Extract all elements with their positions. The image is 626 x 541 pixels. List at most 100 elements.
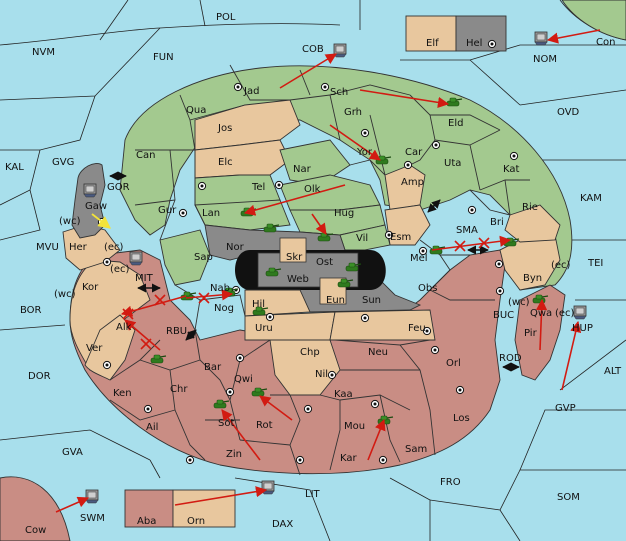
- fleet-icon[interactable]: [573, 305, 587, 320]
- label-con: Con: [596, 37, 615, 48]
- label-orn: Orn: [187, 516, 205, 527]
- order-arrow: [279, 53, 337, 89]
- coast-label: (wc): [508, 297, 530, 308]
- label-qua: Qua: [186, 105, 206, 116]
- fleet-icon[interactable]: [129, 251, 143, 266]
- label-byn: Byn: [523, 273, 542, 284]
- label-ovd: OVD: [557, 107, 580, 118]
- label-sch: Sch: [330, 87, 348, 98]
- label-her: Her: [69, 242, 88, 253]
- label-rod: ROD: [499, 353, 522, 364]
- supply-center-icon: [495, 286, 505, 296]
- coast-label: (ec): [110, 264, 130, 275]
- supply-center-icon: [295, 455, 305, 465]
- label-nor: Nor: [226, 242, 245, 253]
- label-eun: Eun: [326, 295, 345, 306]
- label-nil: Nil: [315, 369, 328, 380]
- label-orl: Orl: [446, 358, 461, 369]
- supply-center-icon: [235, 353, 245, 363]
- supply-center-icon: [327, 370, 337, 380]
- label-sam: Sam: [405, 444, 427, 455]
- label-nom: NOM: [533, 54, 557, 65]
- label-dor: DOR: [28, 371, 51, 382]
- label-qwi: Qwi: [234, 374, 253, 385]
- label-sma: SMA: [456, 225, 478, 236]
- label-ail: Ail: [146, 422, 158, 433]
- territory-hel[interactable]: [455, 15, 507, 52]
- label-nvm: NVM: [32, 47, 55, 58]
- connection-arrows: [109, 171, 520, 372]
- supply-center-icon: [494, 259, 504, 269]
- label-rot: Rot: [256, 420, 273, 431]
- label-chr: Chr: [170, 384, 188, 395]
- red-region-borders: [109, 239, 495, 476]
- order-arrow: [259, 395, 293, 421]
- fleet-icon[interactable]: [83, 183, 97, 198]
- territory-feu[interactable]: [329, 309, 436, 341]
- label-bri: Bri: [490, 217, 504, 228]
- order-arrow: [311, 213, 327, 235]
- label-amp: Amp: [401, 177, 424, 188]
- fleet-icon[interactable]: [85, 489, 99, 504]
- order-arrow: [243, 184, 346, 216]
- territory-kor[interactable]: [69, 259, 151, 371]
- label-nab: Nab: [210, 283, 230, 294]
- label-neu: Neu: [368, 347, 388, 358]
- territory-sap[interactable]: [159, 229, 211, 286]
- label-kar: Kar: [340, 453, 358, 464]
- territory-rie[interactable]: [504, 204, 561, 243]
- fleet-icon[interactable]: [261, 480, 275, 495]
- label-nar: Nar: [293, 164, 312, 175]
- label-car: Car: [405, 147, 423, 158]
- label-swm: SWM: [80, 513, 105, 524]
- territory-nar[interactable]: [279, 139, 351, 186]
- label-pir: Pir: [524, 328, 538, 339]
- label-mel: Mel: [410, 253, 428, 264]
- order-arrow: [561, 320, 582, 391]
- territory-eun[interactable]: [319, 277, 347, 305]
- order-arrow: [124, 319, 161, 351]
- cut-marks: [122, 237, 490, 350]
- order-arrow: [367, 418, 386, 461]
- label-gvg: GVG: [52, 157, 74, 168]
- label-tel: Tel: [251, 182, 265, 193]
- territory-elf[interactable]: [405, 15, 457, 52]
- supply-center-icon: [102, 360, 112, 370]
- label-hel: Hel: [466, 38, 482, 49]
- label-ver: Ver: [86, 343, 103, 354]
- label-mvu: MVU: [36, 242, 59, 253]
- label-sap: Sap: [194, 252, 213, 263]
- coast-label: (ec): [551, 260, 571, 271]
- supply-center-icon: [185, 455, 195, 465]
- label-rbu: RBU: [166, 326, 187, 337]
- territory-skr[interactable]: [279, 237, 307, 263]
- fleet-icon[interactable]: [534, 31, 548, 46]
- order-arrow: [359, 89, 450, 108]
- label-cob: COB: [302, 44, 324, 55]
- supply-center-icon: [360, 313, 370, 323]
- label-gur: Gur: [158, 205, 177, 216]
- territory-aba[interactable]: [124, 489, 174, 528]
- label-lit: LIT: [305, 489, 321, 500]
- supply-center-icon: [274, 180, 284, 190]
- supply-center-icon: [467, 205, 477, 215]
- supply-center-icon: [143, 404, 153, 414]
- label-esm: Esm: [390, 232, 411, 243]
- supply-center-icon: [265, 312, 275, 322]
- label-ec: (ec): [104, 242, 124, 253]
- order-arrow: [120, 295, 187, 317]
- territory-gaw[interactable]: [71, 163, 106, 239]
- label-gvp: GVP: [555, 403, 576, 414]
- label-rie: Rie: [522, 202, 538, 213]
- territory-esm[interactable]: [384, 204, 431, 246]
- label-alt: ALT: [604, 366, 622, 377]
- label-grh: Grh: [344, 107, 362, 118]
- support-order: [91, 213, 111, 229]
- label-uru: Uru: [255, 323, 273, 334]
- label-jad: Jad: [243, 86, 259, 97]
- label-gor: GOR: [107, 182, 130, 193]
- supply-center-icon: [178, 208, 188, 218]
- label-can: Can: [136, 150, 155, 161]
